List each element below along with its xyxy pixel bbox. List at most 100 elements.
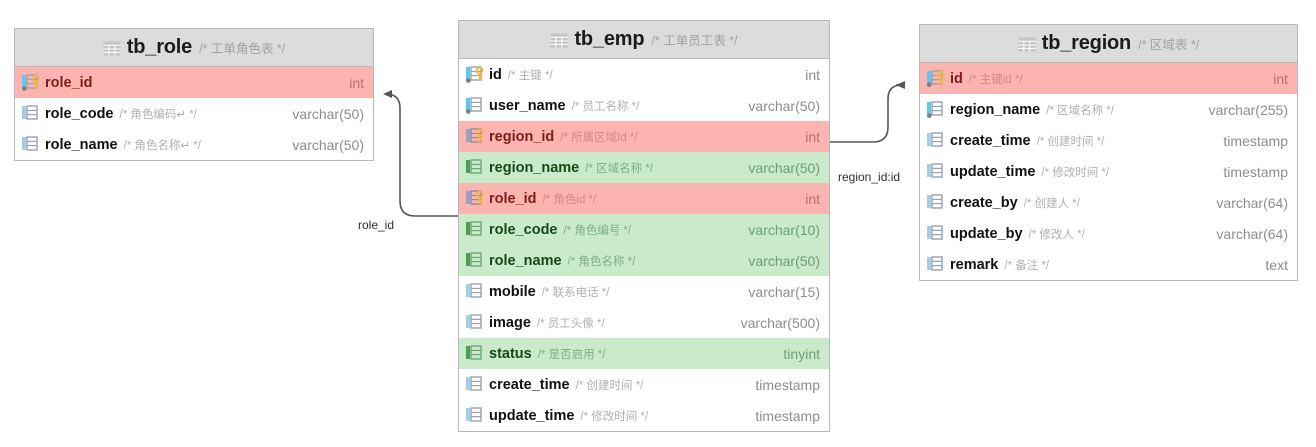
column-name: update_by bbox=[950, 225, 1023, 242]
column-name: update_time bbox=[489, 407, 575, 424]
column-type: int bbox=[349, 74, 364, 91]
column-comment: /* 联系电话 */ bbox=[541, 286, 610, 299]
column-comment: /* 主键 */ bbox=[507, 69, 553, 82]
column-type: timestamp bbox=[1223, 132, 1288, 149]
column-icon bbox=[466, 345, 484, 362]
column-row[interactable]: create_time/* 创建时间 */timestamp bbox=[459, 369, 829, 400]
column-row[interactable]: image/* 员工头像 */varchar(500) bbox=[459, 307, 829, 338]
column-comment: /* 员工名称 */ bbox=[571, 100, 640, 113]
column-type: varchar(64) bbox=[1216, 225, 1288, 242]
column-row[interactable]: region_id /* 所属区域Id */ int bbox=[459, 121, 829, 152]
column-comment: /* 角色编号 */ bbox=[563, 224, 632, 237]
table-card-tb_region[interactable]: tb_region/* 区域表 */ id /* 主键id */ int regio… bbox=[919, 24, 1298, 281]
column-comment: /* 备注 */ bbox=[1004, 259, 1050, 272]
column-row[interactable]: role_code/* 角色编码↵ */varchar(50) bbox=[15, 98, 373, 129]
column-row[interactable]: remark/* 备注 */text bbox=[920, 249, 1297, 280]
foreign-key-icon bbox=[466, 128, 484, 145]
column-comment: /* 区域名称 */ bbox=[1046, 104, 1114, 117]
column-icon bbox=[927, 194, 945, 211]
column-name: mobile bbox=[489, 283, 536, 300]
relationship-label: region_id:id bbox=[838, 170, 901, 184]
column-row[interactable]: role_id/* 角色id */int bbox=[459, 183, 829, 214]
column-icon bbox=[927, 132, 945, 149]
relationship-label: role_id bbox=[358, 218, 395, 232]
column-icon bbox=[927, 225, 945, 242]
column-row[interactable]: create_time/* 创建时间 */timestamp bbox=[920, 125, 1297, 156]
column-name: region_id bbox=[489, 128, 555, 145]
table-card-tb_role[interactable]: tb_role /* 工单角色表 */ role_id int role_code/… bbox=[14, 28, 374, 161]
column-comment: /* 创建时间 */ bbox=[1036, 135, 1105, 148]
column-name: update_time bbox=[950, 163, 1036, 180]
table-name: tb_role bbox=[126, 36, 193, 58]
column-comment: /* 主键id */ bbox=[968, 73, 1023, 86]
column-type: varchar(500) bbox=[740, 314, 820, 331]
column-name: create_by bbox=[950, 194, 1018, 211]
column-type: timestamp bbox=[755, 376, 820, 393]
column-icon bbox=[466, 159, 484, 176]
column-row[interactable]: id/* 主键 */int bbox=[459, 59, 829, 90]
column-type: tinyint bbox=[783, 345, 820, 362]
column-row[interactable]: mobile /* 联系电话 */ varchar(15) bbox=[459, 276, 829, 307]
column-notnull-icon bbox=[466, 97, 484, 114]
column-name: region_name bbox=[950, 101, 1041, 118]
column-name: role_code bbox=[489, 221, 558, 238]
column-comment: /* 修改时间 */ bbox=[1041, 166, 1110, 179]
table-card-tb_emp[interactable]: tb_emp/* 工单员工表 */ id/* 主键 */int user_nam… bbox=[458, 20, 830, 432]
column-icon bbox=[927, 163, 945, 180]
column-type: varchar(15) bbox=[748, 283, 820, 300]
column-name: role_name bbox=[45, 136, 118, 153]
column-type: varchar(50) bbox=[748, 97, 820, 114]
column-name: role_id bbox=[45, 74, 93, 91]
table-grid-icon bbox=[103, 41, 121, 55]
column-comment: /* 是否启用 */ bbox=[537, 348, 606, 361]
column-icon bbox=[22, 105, 40, 122]
column-type: int bbox=[805, 190, 820, 207]
column-row[interactable]: update_by/* 修改人 */varchar(64) bbox=[920, 218, 1297, 249]
column-name: role_id bbox=[489, 190, 537, 207]
column-icon bbox=[466, 314, 484, 331]
column-name: role_code bbox=[45, 105, 114, 122]
primary-key-icon bbox=[22, 74, 40, 91]
column-comment: /* 所属区域Id */ bbox=[560, 131, 638, 144]
table-header-tb_role[interactable]: tb_role /* 工单角色表 */ bbox=[15, 29, 373, 67]
column-name: user_name bbox=[489, 97, 566, 114]
primary-key-icon bbox=[927, 70, 945, 87]
column-name: role_name bbox=[489, 252, 562, 269]
column-comment: /* 创建人 */ bbox=[1023, 197, 1080, 210]
relationship-line-rel-role[interactable] bbox=[383, 90, 458, 217]
primary-key-icon bbox=[466, 66, 484, 83]
column-row[interactable]: role_name/* 角色名称↵ */varchar(50) bbox=[15, 129, 373, 160]
column-row[interactable]: region_name/* 区域名称 */varchar(255) bbox=[920, 94, 1297, 125]
column-row[interactable]: create_by/* 创建人 */varchar(64) bbox=[920, 187, 1297, 218]
column-name: id bbox=[950, 70, 963, 87]
column-row[interactable]: role_code /* 角色编号 */ varchar(10) bbox=[459, 214, 829, 245]
column-type: int bbox=[805, 128, 820, 145]
column-comment: /* 角色名称 */ bbox=[567, 255, 636, 268]
column-comment: /* 员工头像 */ bbox=[536, 317, 605, 330]
column-name: remark bbox=[950, 256, 999, 273]
column-type: timestamp bbox=[755, 407, 820, 424]
column-row[interactable]: role_name/* 角色名称 */varchar(50) bbox=[459, 245, 829, 276]
column-row[interactable]: id /* 主键id */ int bbox=[920, 63, 1297, 94]
column-row[interactable]: status/* 是否启用 */tinyint bbox=[459, 338, 829, 369]
column-row[interactable]: region_name/* 区域名称 */varchar(50) bbox=[459, 152, 829, 183]
table-comment: /* 工单员工表 */ bbox=[651, 34, 738, 48]
column-row[interactable]: role_id int bbox=[15, 67, 373, 98]
column-type: int bbox=[1273, 70, 1288, 87]
table-header-tb_region[interactable]: tb_region/* 区域表 */ bbox=[920, 25, 1297, 63]
table-comment: /* 工单角色表 */ bbox=[199, 42, 286, 56]
table-grid-icon bbox=[550, 33, 568, 47]
foreign-key-icon bbox=[466, 190, 484, 207]
column-type: varchar(50) bbox=[292, 136, 364, 153]
column-row[interactable]: update_time/* 修改时间 */timestamp bbox=[459, 400, 829, 431]
column-icon bbox=[927, 256, 945, 273]
table-header-tb_emp[interactable]: tb_emp/* 工单员工表 */ bbox=[459, 21, 829, 59]
column-icon bbox=[466, 407, 484, 424]
column-row[interactable]: update_time/* 修改时间 */timestamp bbox=[920, 156, 1297, 187]
column-type: varchar(10) bbox=[748, 221, 820, 238]
column-name: region_name bbox=[489, 159, 580, 176]
table-name: tb_region bbox=[1041, 32, 1132, 54]
column-row[interactable]: user_name /* 员工名称 */ varchar(50) bbox=[459, 90, 829, 121]
relationship-line-rel-region[interactable] bbox=[830, 81, 905, 143]
column-comment: /* 创建时间 */ bbox=[575, 379, 644, 392]
